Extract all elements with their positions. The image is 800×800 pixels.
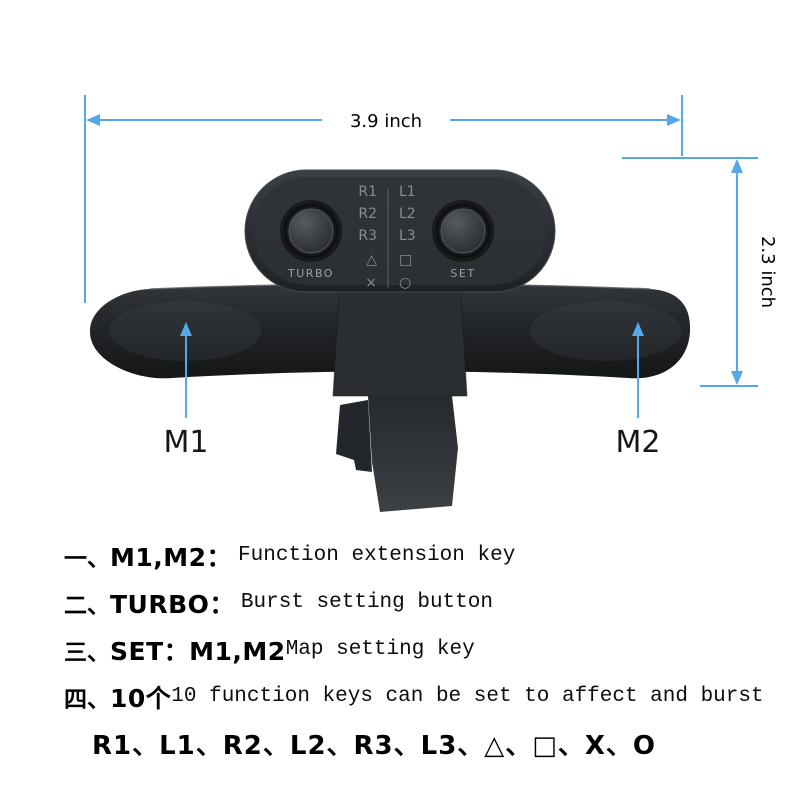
- item-term: M1,M2：: [110, 542, 233, 572]
- set-button: [440, 208, 486, 254]
- item-number: 四、: [64, 686, 110, 713]
- connector-plate: [368, 396, 458, 512]
- item-definition: 10 function keys can be set to affect an…: [171, 685, 764, 708]
- width-dimension: [84, 95, 683, 303]
- m2-label: M2: [616, 425, 661, 460]
- grid-label: R3: [358, 228, 377, 244]
- grid-label: L1: [399, 184, 416, 200]
- turbo-button-ring: [284, 204, 338, 258]
- item-number: 三、: [64, 639, 110, 666]
- item-definition: Map setting key: [285, 638, 475, 661]
- m1-label: M1: [164, 425, 209, 460]
- height-dimension: [622, 157, 758, 387]
- turbo-button: [288, 208, 334, 254]
- paddle-callouts: [180, 322, 644, 418]
- grid-label: R1: [358, 184, 377, 200]
- set-button-ring: [436, 204, 490, 258]
- turbo-label: TURBO: [287, 267, 334, 280]
- item-term: SET：M1,M2: [110, 636, 286, 666]
- description-line-functions: 四、 10个 10 function keys can be set to af…: [0, 673, 800, 720]
- width-arrowhead-left: [86, 114, 100, 126]
- item-number: 一、: [64, 545, 110, 572]
- item-definition: Function extension key: [238, 544, 516, 567]
- m1-arrowhead: [180, 322, 192, 336]
- description-line-set: 三、 SET：M1,M2 Map setting key: [0, 626, 800, 673]
- connector-hook: [336, 400, 372, 472]
- description-line-turbo: 二、 TURBO： Burst setting button: [0, 579, 800, 626]
- product-figure: R1 R2 R3 △ × L1 L2 L3 □ ○ TURBO SET 3.9 …: [84, 95, 778, 512]
- center-neck: [332, 277, 468, 397]
- width-arrowhead-right: [667, 114, 681, 126]
- item-term: 10个: [110, 683, 172, 713]
- function-keys-list: R1、L1、R2、L2、R3、L3、△、□、X、O: [92, 731, 657, 761]
- grid-label: L3: [399, 228, 416, 244]
- item-term: TURBO：: [110, 589, 235, 619]
- grid-label: R2: [358, 206, 377, 222]
- width-dimension-label: 3.9 inch: [350, 111, 422, 132]
- description-line-m1m2: 一、 M1,M2： Function extension key: [0, 532, 800, 579]
- m2-arrowhead: [632, 322, 644, 336]
- height-arrowhead-bottom: [731, 371, 743, 385]
- grid-label: △: [366, 252, 377, 268]
- description-block: 一、 M1,M2： Function extension key 二、 TURB…: [0, 532, 800, 767]
- item-number: 二、: [64, 592, 110, 619]
- height-dimension-label: 2.3 inch: [757, 236, 778, 308]
- grid-label: □: [399, 252, 412, 268]
- grid-label: ×: [365, 275, 377, 291]
- height-arrowhead-top: [731, 159, 743, 173]
- description-line-keys: R1、L1、R2、L2、R3、L3、△、□、X、O: [0, 720, 800, 767]
- grid-label: ○: [399, 275, 411, 291]
- set-label: SET: [450, 267, 475, 280]
- item-definition: Burst setting button: [240, 591, 493, 614]
- paddle-right-sheen: [530, 301, 682, 361]
- grid-label: L2: [399, 206, 416, 222]
